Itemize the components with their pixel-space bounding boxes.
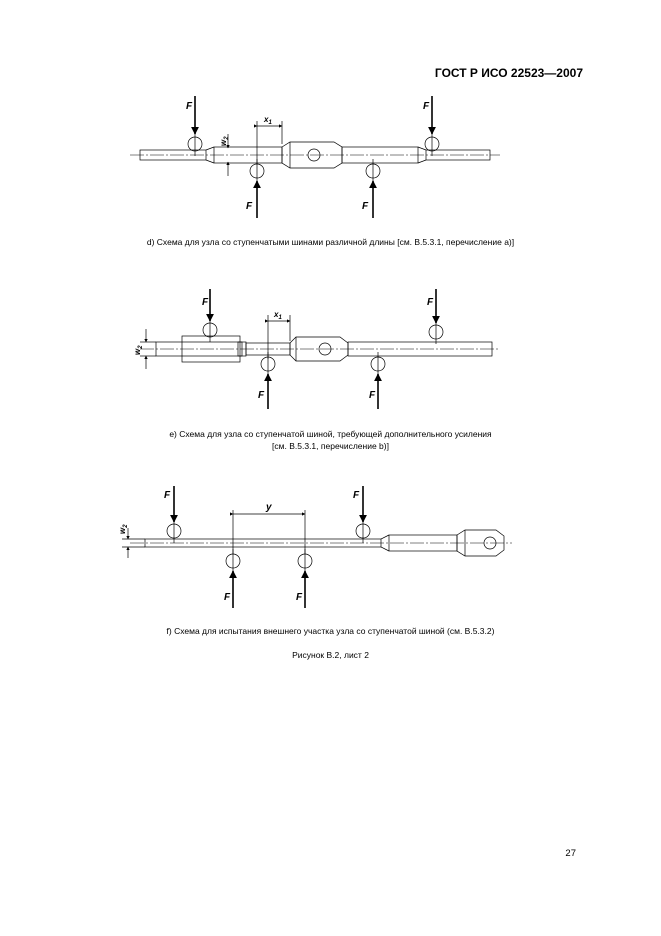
w2-label: w bbox=[118, 527, 127, 534]
svg-text:w2: w2 bbox=[118, 524, 129, 534]
force-label: F bbox=[353, 490, 360, 501]
force-label: F bbox=[186, 101, 193, 112]
force-label: F bbox=[224, 592, 231, 603]
force-label: F bbox=[258, 390, 265, 401]
force-label: F bbox=[423, 101, 430, 112]
svg-text:x1: x1 bbox=[273, 310, 282, 321]
document-header: ГОСТ Р ИСО 22523—2007 bbox=[434, 66, 583, 80]
force-label: F bbox=[246, 201, 253, 212]
page-number: 27 bbox=[565, 848, 576, 859]
caption-e-line-1: e) Схема для узла со ступенчатой шиной, … bbox=[169, 429, 492, 439]
caption-d: d) Схема для узла со ступенчатыми шинами… bbox=[146, 237, 515, 247]
w2-subscript: 2 bbox=[138, 345, 144, 350]
svg-text:w2: w2 bbox=[219, 136, 230, 146]
force-label: F bbox=[164, 490, 171, 501]
diagram-d: F F F F x1 w2 bbox=[130, 96, 500, 218]
x1-subscript: 1 bbox=[268, 120, 272, 126]
force-label: F bbox=[296, 592, 303, 603]
figure-caption: Рисунок В.2, лист 2 bbox=[292, 650, 369, 660]
force-label: F bbox=[202, 297, 209, 308]
w2-subscript: 2 bbox=[123, 524, 129, 529]
force-label: F bbox=[427, 297, 434, 308]
force-label: F bbox=[369, 390, 376, 401]
w2-subscript: 2 bbox=[224, 136, 230, 141]
w2-label: w bbox=[133, 348, 142, 355]
x1-subscript: 1 bbox=[278, 315, 282, 321]
diagram-f: F F F F y w2 bbox=[118, 486, 512, 608]
svg-text:x1: x1 bbox=[263, 115, 272, 126]
y-dimension-label: y bbox=[265, 502, 272, 513]
w2-label: w bbox=[219, 139, 228, 146]
svg-text:w2: w2 bbox=[133, 345, 144, 355]
diagram-e: F F F F x1 w2 bbox=[133, 289, 500, 409]
x1-label: x bbox=[263, 115, 269, 124]
caption-f: f) Схема для испытания внешнего участка … bbox=[166, 626, 495, 636]
caption-e-line-2: [см. В.5.3.1, перечисление b)] bbox=[272, 441, 389, 451]
x1-label: x bbox=[273, 310, 279, 319]
caption-e: e) Схема для узла со ступенчатой шиной, … bbox=[0, 428, 661, 452]
force-label: F bbox=[362, 201, 369, 212]
